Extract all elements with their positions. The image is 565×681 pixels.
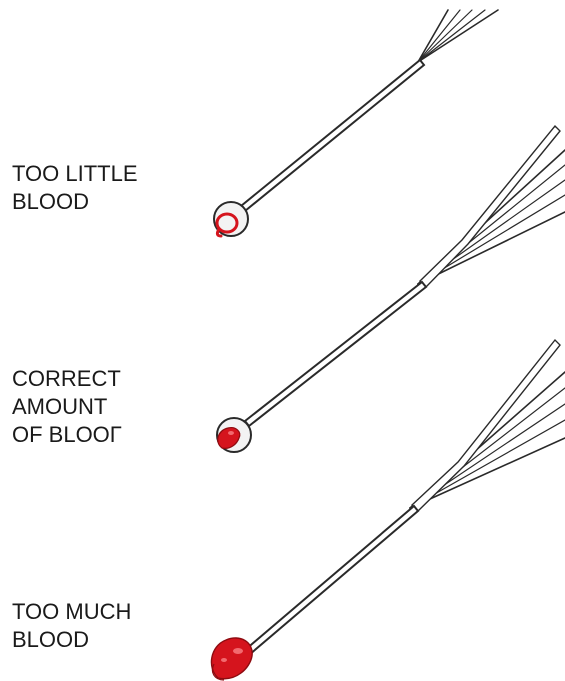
- needle-too-much: [243, 338, 565, 657]
- label-line: OF BLOOГ: [12, 422, 122, 447]
- label-too-little-blood: TOO LITTLE BLOOD: [12, 160, 138, 216]
- needle-too-little: [239, 9, 499, 213]
- needle-tip-too-little: [213, 201, 249, 238]
- label-too-much-blood: TOO MUCH BLOOD: [12, 598, 131, 654]
- label-line: CORRECT: [12, 366, 121, 391]
- label-line: TOO LITTLE: [12, 161, 138, 186]
- label-line: TOO MUCH: [12, 599, 132, 624]
- label-line: BLOOD: [12, 189, 90, 214]
- needle-tip-correct: [216, 417, 252, 453]
- label-correct-amount: CORRECT AMOUNT OF BLOOГ: [12, 365, 122, 449]
- label-line: AMOUNT: [12, 394, 108, 419]
- label-line: BLOOD: [12, 627, 90, 652]
- needle-tip-too-much: [210, 637, 253, 681]
